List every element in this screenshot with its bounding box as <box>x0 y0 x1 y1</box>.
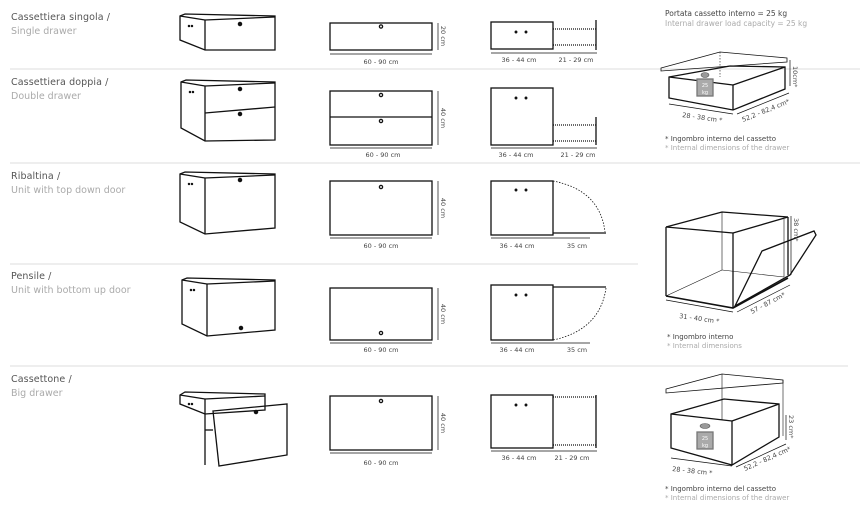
side-view: 36 - 44 cm 21 - 29 cm <box>490 20 597 64</box>
depth-label: 36 - 44 cm <box>499 151 534 159</box>
row-title: Ribaltina / <box>11 171 61 182</box>
row-subtitle: Single drawer <box>11 26 77 37</box>
separator <box>10 263 638 265</box>
capacity-label: Portata cassetto interno = 25 kg <box>665 9 788 18</box>
width-label: 60 - 90 cm <box>366 151 401 159</box>
capacity-label-en: Internal drawer load capacity = 25 kg <box>665 19 808 28</box>
height-label: 40 cm <box>439 108 447 128</box>
front-view: 60 - 90 cm 40 cm <box>329 287 447 354</box>
row-subtitle: Double drawer <box>11 91 81 102</box>
weight-label: 25 <box>702 83 708 89</box>
extension-label: 21 - 29 cm <box>561 151 596 159</box>
side-view: 36 - 44 cm 35 cm <box>490 284 607 354</box>
height-label: 20 cm <box>439 26 447 46</box>
note-en: * Internal dimensions of the drawer <box>665 494 790 502</box>
width-label: 60 - 90 cm <box>364 346 399 354</box>
drawer-internal-diagram: 25 kg 28 - 38 cm * 52,2 - 82,4 cm* 10cm* <box>660 51 799 125</box>
weight-unit: kg <box>702 443 708 449</box>
height-label: 40 cm <box>439 198 447 218</box>
depth-label: 52,2 - 82,4 cm* <box>741 97 792 124</box>
separator <box>10 68 860 70</box>
depth-label: 36 - 44 cm <box>500 346 535 354</box>
height-label: 40 cm <box>439 304 447 324</box>
front-view: 60 - 90 cm 40 cm <box>329 395 447 467</box>
door-unit-internal-diagram: 31 - 40 cm * 57 - 87 cm* 38 cm* <box>665 211 817 326</box>
width-label: 60 - 90 cm <box>364 242 399 250</box>
weight-label: 25 <box>702 436 708 442</box>
big-drawer-internal-diagram: 25 kg 28 - 38 cm * 52,2 - 82,4 cm* 23 cm… <box>665 373 795 477</box>
iso-top-down-door <box>179 171 276 235</box>
front-view: 60 - 90 cm 40 cm <box>329 180 447 250</box>
depth-label: 36 - 44 cm <box>500 242 535 250</box>
iso-single-drawer <box>179 13 276 51</box>
separator <box>10 365 848 367</box>
iso-big-drawer <box>179 391 288 467</box>
width-label: 60 - 90 cm <box>364 459 399 467</box>
height-label: 10cm* <box>791 66 799 88</box>
row-title: Pensile / <box>11 271 52 282</box>
note: * Ingombro interno del cassetto <box>665 485 777 493</box>
height-label: 38 cm* <box>792 218 800 242</box>
front-view: 60 - 90 cm 20 cm <box>329 22 447 66</box>
extension-label: 35 cm <box>567 346 587 354</box>
note: * Ingombro interno <box>667 333 734 341</box>
front-view: 60 - 90 cm 40 cm <box>329 90 447 159</box>
extension-label: 21 - 29 cm <box>555 454 590 462</box>
side-view: 36 - 44 cm 21 - 29 cm <box>490 394 597 462</box>
iso-bottom-up-door <box>181 277 276 337</box>
width-label: 28 - 38 cm * <box>672 465 714 477</box>
width-label: 28 - 38 cm * <box>682 111 724 125</box>
side-view: 36 - 44 cm 21 - 29 cm <box>490 87 597 159</box>
row-title: Cassettone / <box>11 374 72 385</box>
iso-double-drawer <box>180 79 276 142</box>
row-subtitle: Unit with top down door <box>11 185 126 196</box>
height-label: 40 cm <box>439 413 447 433</box>
depth-label: 36 - 44 cm <box>502 56 537 64</box>
row-title: Cassettiera singola / <box>11 12 111 23</box>
width-label: 60 - 90 cm <box>364 58 399 66</box>
separator <box>10 162 860 164</box>
note-en: * Internal dimensions of the drawer <box>665 144 790 152</box>
depth-label: 52,2 - 82,4 cm* <box>743 445 793 473</box>
extension-label: 35 cm <box>567 242 587 250</box>
height-label: 23 cm* <box>787 415 795 439</box>
row-subtitle: Big drawer <box>11 388 63 399</box>
note: * Ingombro interno del cassetto <box>665 135 777 143</box>
extension-label: 21 - 29 cm <box>559 56 594 64</box>
row-subtitle: Unit with bottom up door <box>11 285 131 296</box>
note-en: * Internal dimensions <box>667 342 742 350</box>
depth-label: 36 - 44 cm <box>502 454 537 462</box>
weight-unit: kg <box>702 90 708 96</box>
side-view: 36 - 44 cm 35 cm <box>490 180 606 250</box>
width-label: 31 - 40 cm * <box>679 312 721 326</box>
row-title: Cassettiera doppia / <box>11 77 109 88</box>
